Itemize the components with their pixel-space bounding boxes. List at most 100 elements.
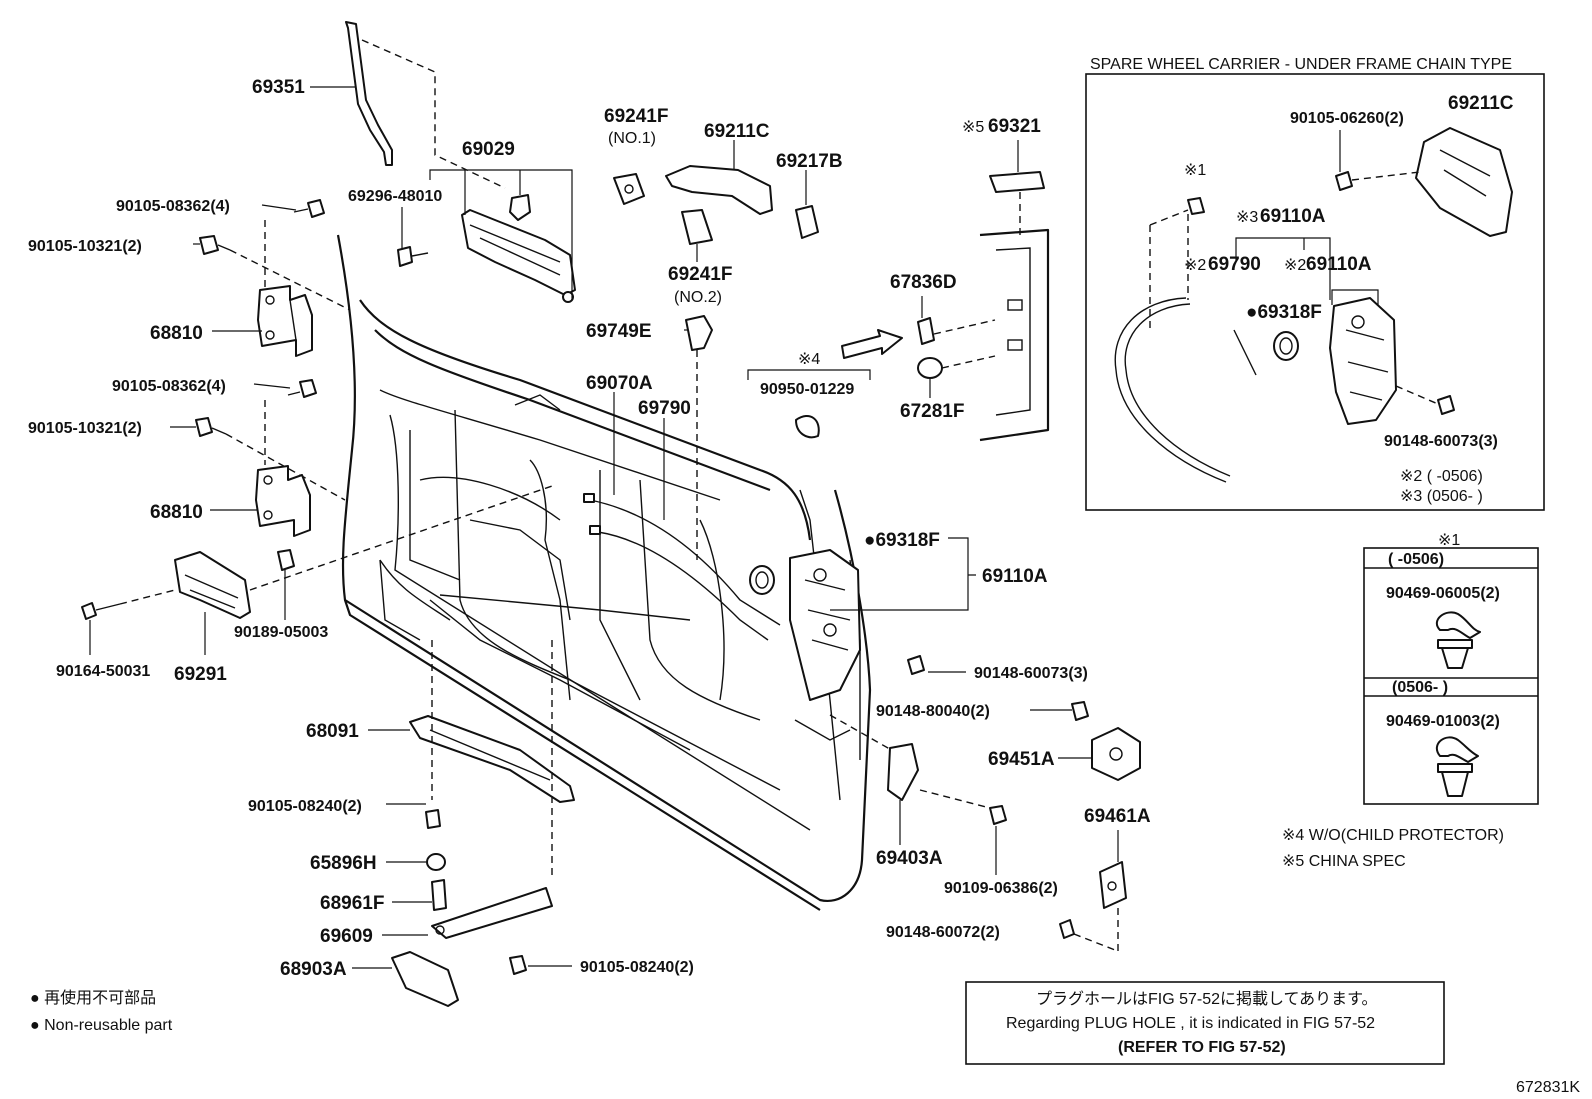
lower-striker-bolt[interactable]: [1059, 919, 1075, 939]
upper-door-hinge[interactable]: [257, 285, 313, 357]
inside-handle-screw[interactable]: [81, 602, 121, 620]
figure-id: 672831K: [1516, 1079, 1580, 1096]
note-china-spec: ※5 CHINA SPEC: [1282, 853, 1406, 870]
door-check[interactable]: [887, 743, 919, 801]
hinge-bolt-upper-2[interactable]: [199, 235, 231, 255]
label-bolt-upper-1: 90105-08362(4): [116, 198, 230, 215]
label-cushion: 67836D: [890, 272, 957, 293]
lock-grommet[interactable]: [749, 565, 775, 595]
door-cushion[interactable]: [917, 317, 935, 345]
inset-label-bolt: 90105-06260(2): [1290, 110, 1404, 127]
hinge-bolt-lower-2[interactable]: [195, 417, 227, 437]
link-bracket[interactable]: [391, 951, 459, 1007]
rod-clip[interactable]: [685, 315, 713, 351]
striker-bolt[interactable]: [1071, 701, 1089, 721]
label-handle-bolt: 69296-48010: [348, 188, 442, 205]
inset-bolt[interactable]: [1335, 171, 1353, 191]
handle-clip[interactable]: [277, 549, 295, 571]
outside-door-handle[interactable]: [665, 165, 773, 215]
outside-handle-frame[interactable]: [461, 194, 576, 303]
legend-jp: ● 再使用不可部品: [30, 989, 156, 1007]
inset-label-cable: 69790: [1208, 254, 1261, 275]
label-bumper: 65896H: [310, 853, 377, 874]
clip-table: [1363, 547, 1539, 805]
label-pad-small: 69217B: [776, 151, 843, 172]
label-check-bolt: 90109-06386(2): [944, 880, 1058, 897]
label-pad-no2-suffix: (NO.2): [674, 289, 722, 306]
inset-label-grommet: ●69318F: [1246, 302, 1322, 323]
label-striker: 69451A: [988, 749, 1055, 770]
handle-pad-no2[interactable]: [681, 209, 713, 245]
label-bracket-bolt: 90105-08240(2): [580, 959, 694, 976]
clip-icon-1: [1435, 611, 1481, 669]
inset-outer-handle[interactable]: [1415, 127, 1513, 237]
door-lock-assembly[interactable]: [789, 549, 861, 701]
label-clip: 90189-05003: [234, 624, 328, 641]
label-outer-handle: 69211C: [704, 121, 770, 142]
label-inner-handle: 69291: [174, 664, 227, 685]
label-screw-left: 90164-50031: [56, 663, 150, 680]
label-hinge-upper: 68810: [150, 323, 203, 344]
inset-door-lock[interactable]: [1329, 297, 1397, 425]
label-lower-striker-bolt: 90148-60072(2): [886, 924, 1000, 941]
label-handle-assy: 69029: [462, 139, 515, 160]
plug-note-line1: プラグホールはFIG 57-52に掲載してあります。: [1036, 990, 1377, 1008]
label-china-mark: ※5: [962, 119, 984, 136]
label-rod-clip: 69749E: [586, 321, 652, 342]
handle-pad-no1[interactable]: [613, 173, 645, 205]
clip-icon-2: [1435, 736, 1479, 797]
body-pillar: [979, 228, 1050, 442]
lower-striker[interactable]: [1099, 861, 1127, 909]
inset-cable[interactable]: [1114, 297, 1257, 483]
inside-door-handle[interactable]: [174, 551, 251, 619]
handle-frame-bolt[interactable]: [397, 246, 429, 267]
door-link[interactable]: [431, 887, 553, 939]
child-protector-cover[interactable]: [795, 415, 820, 439]
inset-clip[interactable]: [1187, 197, 1205, 215]
bumper-right[interactable]: [917, 357, 943, 379]
china-spec-part[interactable]: [989, 171, 1045, 193]
hinge-bolt-upper-1[interactable]: [293, 199, 325, 218]
handle-pad-small[interactable]: [795, 205, 819, 239]
lower-door-hinge[interactable]: [255, 465, 311, 537]
inset-screw[interactable]: [1437, 395, 1455, 415]
link-bolt[interactable]: [431, 879, 447, 911]
label-link-bolt: 68961F: [320, 893, 384, 914]
inset-title: SPARE WHEEL CARRIER - UNDER FRAME CHAIN …: [1090, 56, 1512, 73]
label-rod: 69351: [252, 77, 305, 98]
note-child-protector: ※4 W/O(CHILD PROTECTOR): [1282, 827, 1504, 844]
plug-note-box: [965, 981, 1445, 1065]
hinge-bolt-lower-1[interactable]: [287, 379, 317, 398]
bracket-bolt[interactable]: [509, 955, 527, 975]
label-pad-no1: 69241F: [604, 106, 668, 127]
inset-grommet[interactable]: [1273, 331, 1299, 361]
lock-screw[interactable]: [907, 655, 925, 675]
spare-wheel-inset: [1085, 73, 1545, 511]
label-grommet: ●69318F: [864, 530, 940, 551]
label-bolt-lower-2: 90105-10321(2): [28, 420, 142, 437]
door-lock-rod[interactable]: [345, 21, 393, 166]
label-bolt-lower-1: 90105-08362(4): [112, 378, 226, 395]
label-check: 69403A: [876, 848, 943, 869]
stay-bolt[interactable]: [425, 809, 441, 829]
clip-table-range-2: (0506- ): [1392, 679, 1448, 696]
door-striker[interactable]: [1091, 727, 1141, 781]
lock-cable-69070a[interactable]: [583, 493, 781, 626]
label-cable-a: 69070A: [586, 373, 653, 394]
inset-label-screw: 90148-60073(3): [1384, 433, 1498, 450]
door-stay[interactable]: [409, 715, 575, 803]
label-bumper-right: 67281F: [900, 401, 964, 422]
lock-cable-69790[interactable]: [589, 525, 769, 641]
door-panel: [336, 234, 872, 911]
clip-table-range-1: ( -0506): [1388, 551, 1444, 568]
label-striker-bolt: 90148-80040(2): [876, 703, 990, 720]
inset-note-3: ※3 (0506- ): [1400, 488, 1483, 505]
inset-label-lock2-mark: ※2: [1284, 257, 1306, 274]
check-bolt[interactable]: [989, 805, 1007, 825]
label-pad-no1-suffix: (NO.1): [608, 130, 656, 147]
label-link: 69609: [320, 926, 373, 947]
door-bumper[interactable]: [426, 853, 446, 871]
label-bracket: 68903A: [280, 959, 347, 980]
inset-label-handle: 69211C: [1448, 93, 1514, 114]
